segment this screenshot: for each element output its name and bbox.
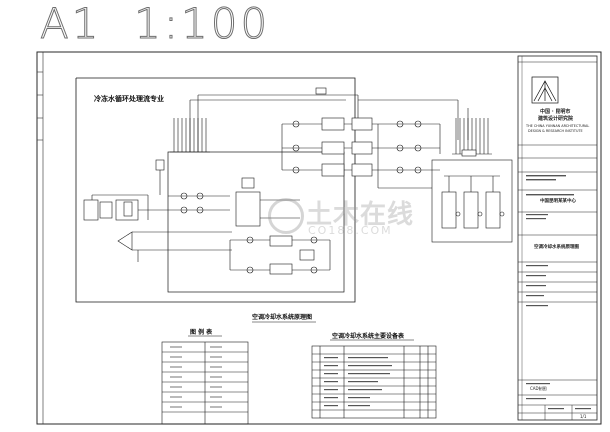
equipment-table-caption: 空调冷却水系统主要设备表	[332, 333, 405, 340]
schematic-outline	[75, 77, 356, 303]
equipment-table	[311, 345, 437, 419]
watermark-sub: CO188.COM	[308, 224, 393, 237]
company-name-line2: 建筑设计研究院	[538, 116, 574, 122]
watermark: 土木在线 CO188.COM	[268, 192, 418, 240]
page-number: 1/1	[580, 414, 587, 419]
company-logo	[531, 76, 559, 104]
chiller-units	[431, 159, 513, 243]
watermark-text: 土木在线	[306, 200, 415, 230]
title-block-rows	[518, 61, 597, 420]
cooling-tower-left	[170, 118, 210, 153]
plant-room	[167, 151, 345, 293]
cooling-tower-right	[452, 118, 492, 157]
drawing-title: 空调冷却水系统原理图	[534, 245, 579, 250]
watermark-logo-icon	[268, 198, 304, 234]
title-block	[517, 55, 598, 421]
title-block-text-bars	[526, 175, 591, 410]
scale-title: A1 1:100	[39, 0, 271, 48]
project-name: 中国昆明某某中心	[540, 199, 576, 204]
company-name-en2: DESIGN & RESEARCH INSTITUTE	[528, 129, 583, 133]
equipment-table-text	[324, 357, 392, 407]
margin-ticks	[37, 71, 43, 141]
chiller-headers	[281, 87, 441, 189]
legend-table	[161, 341, 249, 425]
left-equipment	[83, 159, 230, 221]
legend-title: 图 例 表	[190, 329, 213, 336]
heat-exchangers	[117, 177, 331, 275]
diagram-caption: 空调冷却水系统原理图	[252, 314, 313, 321]
company-name-cn: 中国 · 昆明市	[540, 109, 571, 115]
stamp-label: CAD制图	[530, 386, 547, 391]
schematic-subtitle: 冷冻水循环处理流专业	[94, 95, 164, 103]
company-name-en1: THE CHINA YUNNAN ARCHITECTURAL	[526, 124, 590, 128]
outer-frame	[36, 51, 602, 425]
